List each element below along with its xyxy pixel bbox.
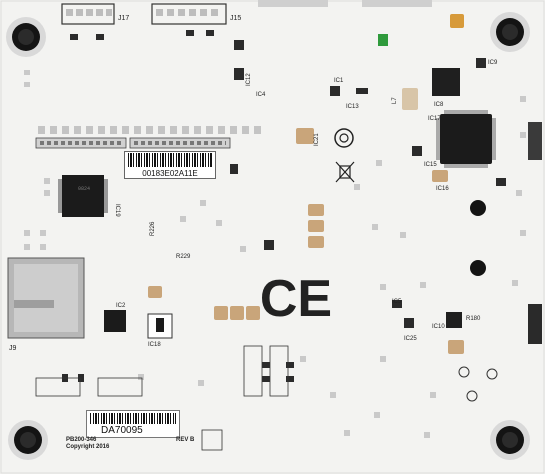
label-ic17: IC17 [428, 116, 441, 122]
label-r229: R229 [176, 254, 191, 260]
label-j17: J17 [118, 15, 129, 22]
ce-mark: CE [260, 270, 332, 328]
label-r180: R180 [466, 316, 481, 322]
capacitor-ic21 [296, 128, 314, 144]
capacitor-orange-top [450, 14, 464, 28]
label-j9: J9 [9, 345, 17, 352]
smd-pads [24, 70, 526, 438]
label-ic9: IC9 [488, 60, 498, 66]
chip-ic18 [147, 313, 173, 339]
label-ic13: IC13 [346, 104, 359, 110]
label-r226: R226 [150, 221, 156, 236]
pad-array-bottom [35, 345, 289, 451]
mounting-hole-top-left [6, 17, 46, 57]
label-ic12: IC12 [246, 73, 252, 86]
test-point-3 [466, 390, 478, 402]
copyright-text: Copyright 2016 [66, 444, 110, 450]
edge-connector-top-2 [362, 0, 432, 7]
capacitor-ic16 [432, 170, 448, 182]
test-point-2 [486, 368, 498, 380]
gpio-pad-row-lower [35, 137, 231, 149]
led-green [378, 34, 388, 46]
label-ic19: IC19 [114, 204, 120, 217]
edge-connector-right-1 [528, 122, 542, 160]
label-l7: L7 [392, 97, 398, 104]
copyright-symbol [334, 128, 354, 148]
mounting-hole-bottom-right [490, 420, 530, 460]
test-point-1 [458, 366, 470, 378]
label-ic15: IC15 [424, 162, 437, 168]
chip-ic8 [432, 68, 460, 96]
mounting-hole-top-right [490, 12, 530, 52]
label-ic25: IC25 [404, 336, 417, 342]
chip-ic19: 0824 [58, 175, 108, 217]
edge-connector-right-2 [528, 304, 542, 344]
sd-card-slot-j9 [7, 257, 85, 339]
label-ic1: IC1 [334, 78, 344, 84]
model-number-sticker: DA70095 [86, 410, 180, 438]
via-large-2 [470, 260, 486, 276]
revision-text: REV B [176, 437, 195, 443]
capacitor-left-lower [148, 286, 162, 298]
label-ic21: IC21 [314, 133, 320, 146]
label-ic10: IC10 [432, 324, 445, 330]
serial-barcode [128, 153, 212, 167]
svg-text:0824: 0824 [78, 186, 90, 192]
capacitor-group-lower [214, 306, 260, 320]
capacitor-right-lower [448, 340, 464, 354]
edge-connector-top-1 [258, 0, 328, 7]
label-ic16: IC16 [436, 186, 449, 192]
chip-ic2 [104, 310, 126, 332]
header-j15 [151, 3, 227, 25]
serial-number-text: 00183E02A11E [142, 169, 198, 178]
ce-mark-text: CE [260, 270, 332, 328]
label-ic2: IC2 [116, 303, 126, 309]
model-barcode [90, 413, 176, 424]
capacitor-group-center [308, 204, 324, 248]
label-j15: J15 [230, 15, 241, 22]
soc-chip-ic17 [436, 110, 496, 168]
inductor-l7 [402, 88, 418, 110]
mounting-hole-bottom-left [8, 420, 48, 460]
label-ic5: IC5 [392, 299, 402, 305]
label-ic18: IC18 [148, 342, 161, 348]
label-ic4: IC4 [256, 92, 266, 98]
header-j17 [61, 3, 115, 25]
serial-number-sticker [124, 151, 216, 179]
via-large-1 [470, 200, 486, 216]
model-number-text: DA70095 [101, 425, 143, 436]
part-number-text: PB200-346 [66, 437, 97, 443]
chip-ic10 [446, 312, 462, 328]
weee-bin-symbol [335, 161, 355, 183]
gpio-pad-row-upper [38, 126, 261, 134]
label-ic8: IC8 [434, 102, 444, 108]
